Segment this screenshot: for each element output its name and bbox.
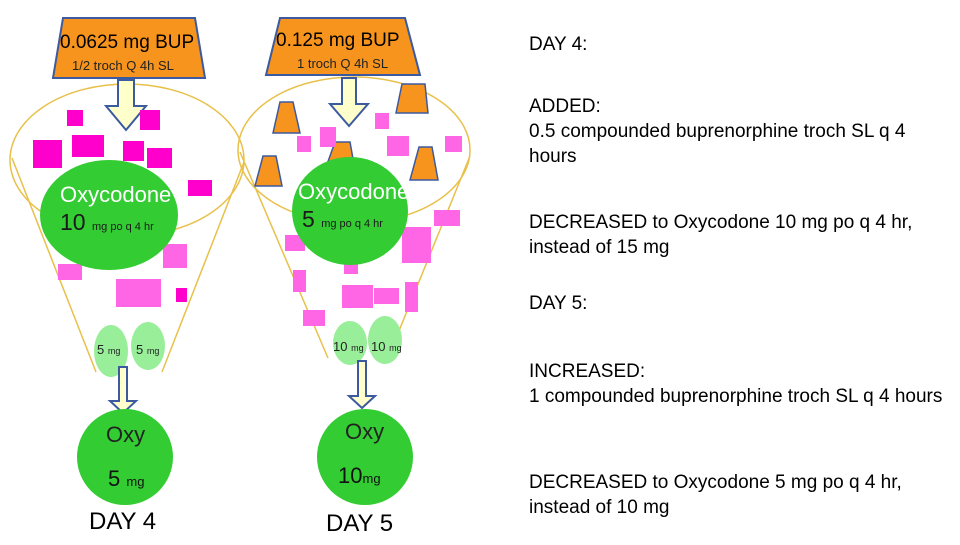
pill: [58, 264, 82, 280]
bup-troche: [396, 84, 428, 113]
pill: [297, 136, 311, 152]
pill: [387, 136, 409, 156]
left-result-dose-value: 5: [108, 466, 120, 491]
pill: [67, 110, 83, 126]
left-banner-dose: 0.0625 mg BUP: [60, 32, 194, 54]
pill: [163, 244, 187, 268]
left-drug-dose-unit: mg po q 4 hr: [92, 221, 154, 233]
bup-troche: [255, 156, 282, 186]
pill: [123, 141, 144, 161]
day4-added-block: ADDED: 0.5 compounded buprenorphine troc…: [529, 94, 954, 169]
left-mini-dose-2-unit: mg: [147, 346, 160, 356]
middle-banner-freq: 1 troch Q 4h SL: [297, 56, 388, 71]
middle-result-dose-value: 10: [338, 463, 362, 488]
middle-drug-dose-value: 5: [302, 206, 315, 232]
bup-troche: [273, 102, 300, 133]
pill: [176, 288, 187, 302]
middle-mini-dose-2-value: 10: [371, 339, 385, 354]
left-mini-dose-1-unit: mg: [108, 346, 121, 356]
left-drug-dose: 10 mg po q 4 hr: [60, 209, 154, 236]
pill: [72, 135, 104, 157]
pill: [303, 310, 325, 326]
middle-mini-dose-1-value: 10: [333, 339, 347, 354]
pill: [374, 288, 399, 304]
pill: [320, 127, 336, 147]
pill: [293, 270, 306, 292]
pill: [140, 110, 160, 130]
middle-result-name: Oxy: [345, 419, 384, 445]
left-banner-freq: 1/2 troch Q 4h SL: [72, 58, 174, 73]
middle-drug-dose: 5 mg po q 4 hr: [302, 206, 383, 233]
middle-mini-dose-2-unit: mg: [389, 343, 402, 353]
middle-result-dose-unit: mg: [362, 471, 380, 486]
pill: [116, 279, 161, 307]
middle-mini-dose-1-unit: mg: [351, 343, 364, 353]
day4-heading: DAY 4:: [529, 32, 587, 57]
day5-heading: DAY 5:: [529, 291, 587, 316]
pill: [33, 140, 62, 168]
left-result-dose-unit: mg: [126, 474, 144, 489]
pill: [375, 113, 389, 129]
pill: [434, 210, 460, 226]
middle-drug-dose-unit: mg po q 4 hr: [321, 218, 383, 230]
left-drug-name: Oxycodone: [60, 182, 171, 208]
middle-top-arrow: [330, 78, 368, 126]
left-result-dose: 5 mg: [108, 466, 144, 492]
left-mini-dose-2-value: 5: [136, 342, 143, 357]
left-mini-dose-2: 5 mg: [136, 342, 159, 357]
day4-added-label: ADDED:: [529, 94, 954, 119]
day5-increased-label: INCREASED:: [529, 359, 954, 384]
left-result-name: Oxy: [106, 422, 145, 448]
pill: [147, 148, 172, 168]
pill: [342, 285, 373, 308]
middle-mini-dose-2: 10 mg: [371, 339, 402, 354]
middle-bottom-arrow: [349, 361, 375, 408]
day4-decreased: DECREASED to Oxycodone 10 mg po q 4 hr, …: [529, 210, 954, 260]
pill: [405, 282, 418, 312]
day5-increased-block: INCREASED: 1 compounded buprenorphine tr…: [529, 359, 954, 409]
bup-troche: [410, 147, 438, 180]
middle-day-label: DAY 5: [326, 510, 393, 538]
middle-mini-dose-1: 10 mg: [333, 339, 364, 354]
pill: [445, 136, 462, 152]
pill: [402, 227, 431, 263]
pill: [188, 180, 212, 196]
middle-drug-name: Oxycodone: [298, 179, 409, 205]
day5-increased-text: 1 compounded buprenorphine troch SL q 4 …: [529, 384, 954, 409]
left-drug-dose-value: 10: [60, 209, 86, 235]
left-mini-dose-1-value: 5: [97, 342, 104, 357]
left-mini-dose-1: 5 mg: [97, 342, 120, 357]
day4-added-text: 0.5 compounded buprenorphine troch SL q …: [529, 119, 954, 169]
day5-decreased: DECREASED to Oxycodone 5 mg po q 4 hr, i…: [529, 470, 954, 520]
middle-result-dose: 10mg: [338, 463, 381, 489]
middle-banner-dose: 0.125 mg BUP: [276, 30, 400, 52]
left-day-label: DAY 4: [89, 508, 156, 536]
